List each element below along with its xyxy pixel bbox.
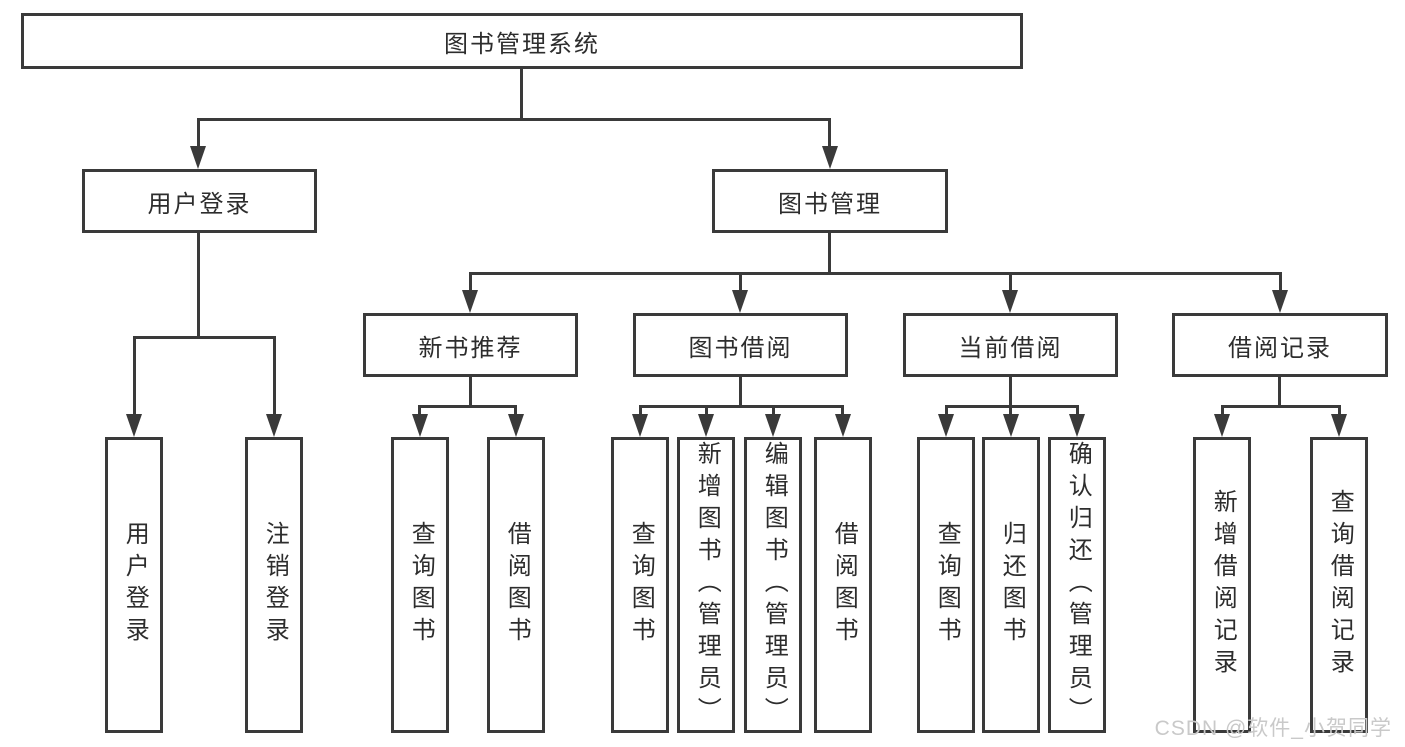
arrow-down-icon	[1002, 290, 1018, 313]
csdn-watermark: CSDN @软件_小贺同学	[1154, 717, 1392, 740]
leaf-query-borrow-record: 查询借阅记录	[1310, 437, 1368, 733]
connector-line	[273, 336, 276, 415]
connector-line	[469, 272, 472, 291]
connector-line	[705, 405, 708, 417]
connector-line	[133, 336, 136, 415]
node-label: 图书管理	[778, 190, 882, 218]
arrow-down-icon	[1069, 414, 1085, 437]
arrow-down-icon	[1003, 414, 1019, 437]
arrow-down-icon	[938, 414, 954, 437]
node-new-book-recommendation: 新书推荐	[363, 313, 578, 377]
leaf-borrow-books-recommend: 借阅图书	[487, 437, 545, 733]
connector-line	[639, 405, 642, 417]
leaf-return-books: 归还图书	[982, 437, 1040, 733]
connector-line	[520, 69, 523, 118]
node-label: 借阅记录	[1228, 334, 1332, 362]
arrow-down-icon	[835, 414, 851, 437]
leaf-add-borrow-record: 新增借阅记录	[1193, 437, 1251, 733]
leaf-user-login: 用户登录	[105, 437, 163, 733]
node-label: 当前借阅	[958, 334, 1063, 362]
arrow-down-icon	[822, 146, 838, 169]
node-book-management: 图书管理	[712, 169, 948, 233]
connector-line	[419, 405, 517, 408]
connector-line	[133, 336, 276, 339]
leaf-borrow-books-borrow: 借阅图书	[814, 437, 872, 733]
connector-line	[772, 405, 775, 417]
leaf-add-books-admin: 新增图书（管理员）	[677, 437, 735, 733]
node-label: 新增借阅记录	[1209, 489, 1237, 681]
connector-line	[945, 405, 948, 417]
node-label: 查询图书	[627, 521, 655, 649]
node-label: 归还图书	[998, 521, 1026, 649]
connector-line	[469, 377, 472, 405]
connector-line	[828, 118, 831, 148]
connector-line	[739, 377, 742, 405]
node-borrowing-records: 借阅记录	[1172, 313, 1388, 377]
leaf-query-books-borrow: 查询图书	[611, 437, 669, 733]
arrow-down-icon	[698, 414, 714, 437]
leaf-logout: 注销登录	[245, 437, 303, 733]
connector-line	[1009, 405, 1012, 417]
connector-line	[945, 405, 1079, 408]
node-label: 借阅图书	[830, 521, 858, 649]
connector-line	[469, 272, 1282, 275]
connector-line	[1278, 377, 1281, 405]
connector-line	[1221, 405, 1224, 417]
node-label: 编辑图书（管理员）	[760, 441, 788, 729]
leaf-query-books-current: 查询图书	[917, 437, 975, 733]
node-label: 确认归还（管理员）	[1064, 441, 1092, 729]
connector-line	[1338, 405, 1341, 417]
node-label: 用户登录	[147, 190, 252, 218]
leaf-confirm-return-admin: 确认归还（管理员）	[1048, 437, 1106, 733]
node-user-login: 用户登录	[82, 169, 317, 233]
leaf-query-books-recommend: 查询图书	[391, 437, 449, 733]
arrow-down-icon	[1272, 290, 1288, 313]
arrow-down-icon	[1214, 414, 1230, 437]
connector-line	[1076, 405, 1079, 417]
node-library-management-system: 图书管理系统	[21, 13, 1023, 69]
arrow-down-icon	[412, 414, 428, 437]
connector-line	[418, 405, 421, 417]
node-label: 用户登录	[121, 521, 149, 649]
node-label: 新增图书（管理员）	[693, 441, 721, 729]
connector-line	[739, 272, 742, 291]
connector-line	[639, 405, 844, 408]
arrow-down-icon	[1331, 414, 1347, 437]
connector-line	[1009, 272, 1012, 291]
node-label: 借阅图书	[503, 521, 531, 649]
connector-line	[1279, 272, 1282, 291]
connector-line	[197, 118, 200, 148]
connector-line	[841, 405, 844, 417]
node-label: 图书借阅	[688, 334, 793, 362]
arrow-down-icon	[508, 414, 524, 437]
arrow-down-icon	[765, 414, 781, 437]
node-label: 查询图书	[933, 521, 961, 649]
node-label: 注销登录	[261, 521, 289, 649]
arrow-down-icon	[632, 414, 648, 437]
node-label: 图书管理系统	[444, 30, 600, 58]
connector-line	[828, 233, 831, 272]
connector-line	[197, 233, 200, 336]
leaf-edit-books-admin: 编辑图书（管理员）	[744, 437, 802, 733]
connector-line	[514, 405, 517, 417]
arrow-down-icon	[462, 290, 478, 313]
node-label: 查询借阅记录	[1326, 489, 1354, 681]
node-current-borrowing: 当前借阅	[903, 313, 1118, 377]
arrow-down-icon	[190, 146, 206, 169]
node-label: 查询图书	[407, 521, 435, 649]
node-label: 新书推荐	[418, 334, 523, 362]
connector-line	[1009, 377, 1012, 405]
arrow-down-icon	[266, 414, 282, 437]
connector-line	[197, 118, 831, 121]
arrow-down-icon	[732, 290, 748, 313]
arrow-down-icon	[126, 414, 142, 437]
node-book-borrowing: 图书借阅	[633, 313, 848, 377]
connector-line	[1221, 405, 1341, 408]
